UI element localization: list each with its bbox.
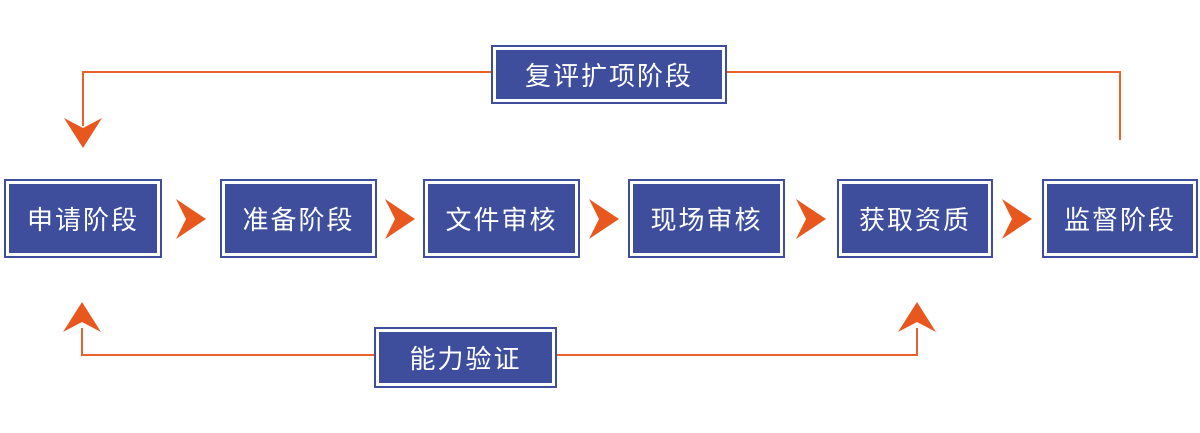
arrow-up-icon: [898, 302, 936, 332]
top-loop-right-vertical-line: [1119, 71, 1121, 140]
stage-label: 能力验证: [379, 332, 552, 383]
arrow-up-icon: [63, 302, 101, 332]
top-loop-left-vertical-line: [82, 71, 84, 126]
arrow-down-icon: [64, 118, 102, 148]
stage-onsite-review: 现场审核: [628, 179, 785, 258]
stage-label: 文件审核: [428, 184, 575, 253]
stage-supervision: 监督阶段: [1042, 179, 1198, 258]
stage-preparation: 准备阶段: [220, 179, 377, 258]
bottom-loop-left-vertical-line: [81, 328, 83, 356]
stage-application: 申请阶段: [4, 179, 162, 258]
flow-chevron-right-icon: [385, 199, 415, 239]
stage-label: 复评扩项阶段: [496, 50, 722, 99]
stage-label: 准备阶段: [225, 184, 372, 253]
stage-reassessment-expansion: 复评扩项阶段: [491, 45, 727, 104]
flow-chevron-right-icon: [176, 199, 206, 239]
flow-chevron-right-icon: [589, 199, 619, 239]
stage-obtain-qualification: 获取资质: [837, 179, 993, 258]
stage-label: 获取资质: [842, 184, 988, 253]
stage-proficiency-testing: 能力验证: [374, 327, 557, 388]
flow-chevron-right-icon: [796, 199, 826, 239]
bottom-loop-right-vertical-line: [916, 328, 918, 356]
stage-label: 监督阶段: [1047, 184, 1193, 253]
stage-label: 申请阶段: [9, 184, 157, 253]
stage-document-review: 文件审核: [423, 179, 580, 258]
flow-chevron-right-icon: [1002, 199, 1032, 239]
stage-label: 现场审核: [633, 184, 780, 253]
